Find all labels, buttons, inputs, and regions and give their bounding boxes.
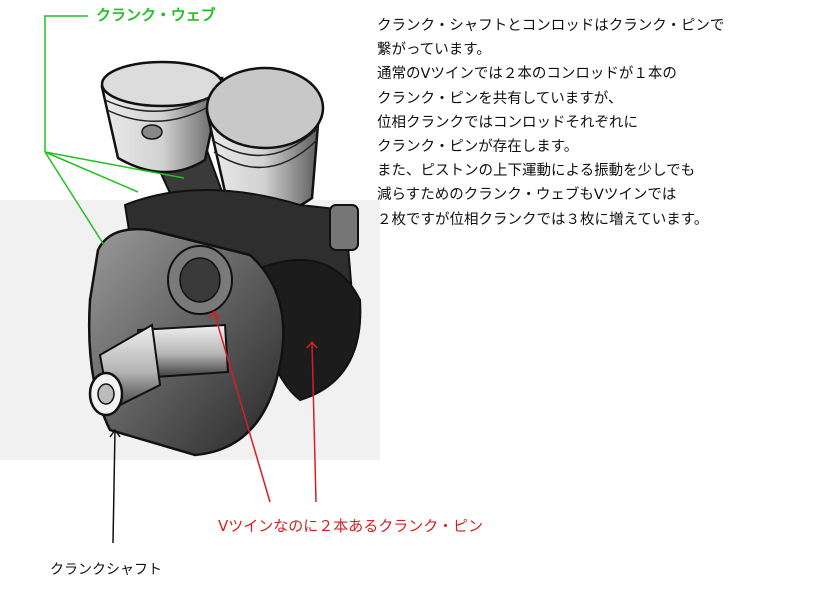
front-piston	[205, 66, 325, 215]
crankshaft-nose	[88, 323, 230, 417]
crankshaft-rear-end	[329, 204, 359, 251]
explanation-text: クランク・シャフトとコンロッドはクランク・ピンで 繋がっています。 通常のVツイ…	[377, 14, 807, 232]
crank-pin-leaders	[208, 310, 318, 503]
crank-web-label: クランク・ウェブ	[96, 6, 216, 24]
crankshaft-label: クランクシャフト	[50, 562, 162, 578]
explanation-line: 繋がっています。	[377, 42, 491, 59]
explanation-line: クランク・ピンを共有していますが、	[377, 90, 623, 107]
explanation-line: クランク・シャフトとコンロッドはクランク・ピンで	[377, 18, 725, 34]
explanation-line: 位相クランクではコンロッドそれぞれに	[377, 114, 638, 131]
crank-pin-label: Vツインなのに２本あるクランク・ピン	[218, 517, 483, 535]
explanation-line: ２枚ですが位相クランクでは３枚に増えています。	[377, 211, 709, 228]
crank-web-leaders	[44, 15, 185, 246]
explanation-line: クランク・ピンが存在します。	[377, 138, 579, 155]
explanation-line: 通常のVツインでは２本のコンロッドが１本の	[377, 66, 677, 83]
crankshaft-leader	[109, 428, 121, 544]
explanation-line: 減らすためのクランク・ウェブもVツインでは	[377, 187, 677, 204]
rear-piston	[100, 60, 224, 174]
explanation-line: また、ピストンの上下運動による振動を少しでも	[377, 163, 696, 180]
